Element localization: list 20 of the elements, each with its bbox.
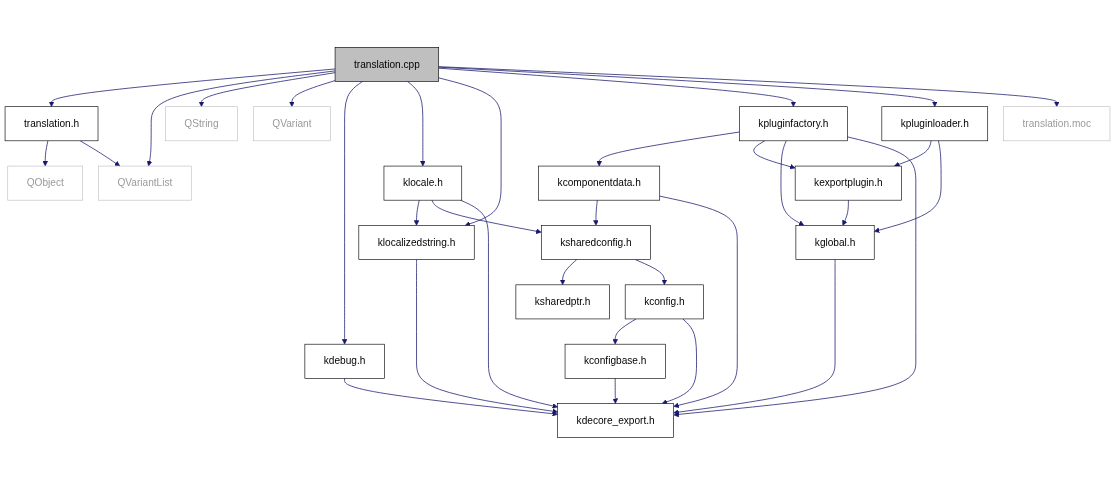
node-box: kpluginfactory.h (739, 106, 848, 142)
node-box: kcomponentdata.h (538, 165, 661, 201)
node-box: translation.h (4, 106, 99, 142)
node-box: kdebug.h (304, 343, 385, 379)
node-box: ksharedptr.h (515, 284, 610, 320)
node-box: translation.moc (1003, 106, 1111, 142)
node-box: QString (165, 106, 238, 142)
node-box: QVariant (253, 106, 331, 142)
node-box: kglobal.h (795, 225, 875, 260)
node-box: QVariantList (98, 165, 192, 201)
node-box: kconfigbase.h (564, 343, 666, 379)
node-box: kpluginloader.h (881, 106, 989, 142)
node-box: QObject (7, 165, 83, 201)
node-box: klocale.h (383, 165, 463, 201)
node-box: ksharedconfig.h (541, 225, 651, 260)
node-box: kconfig.h (624, 284, 704, 320)
node-box: kdecore_export.h (557, 403, 674, 438)
node-box: translation.cpp (334, 47, 439, 82)
node-box: kexportplugin.h (794, 165, 902, 201)
node-box: klocalizedstring.h (358, 225, 475, 260)
